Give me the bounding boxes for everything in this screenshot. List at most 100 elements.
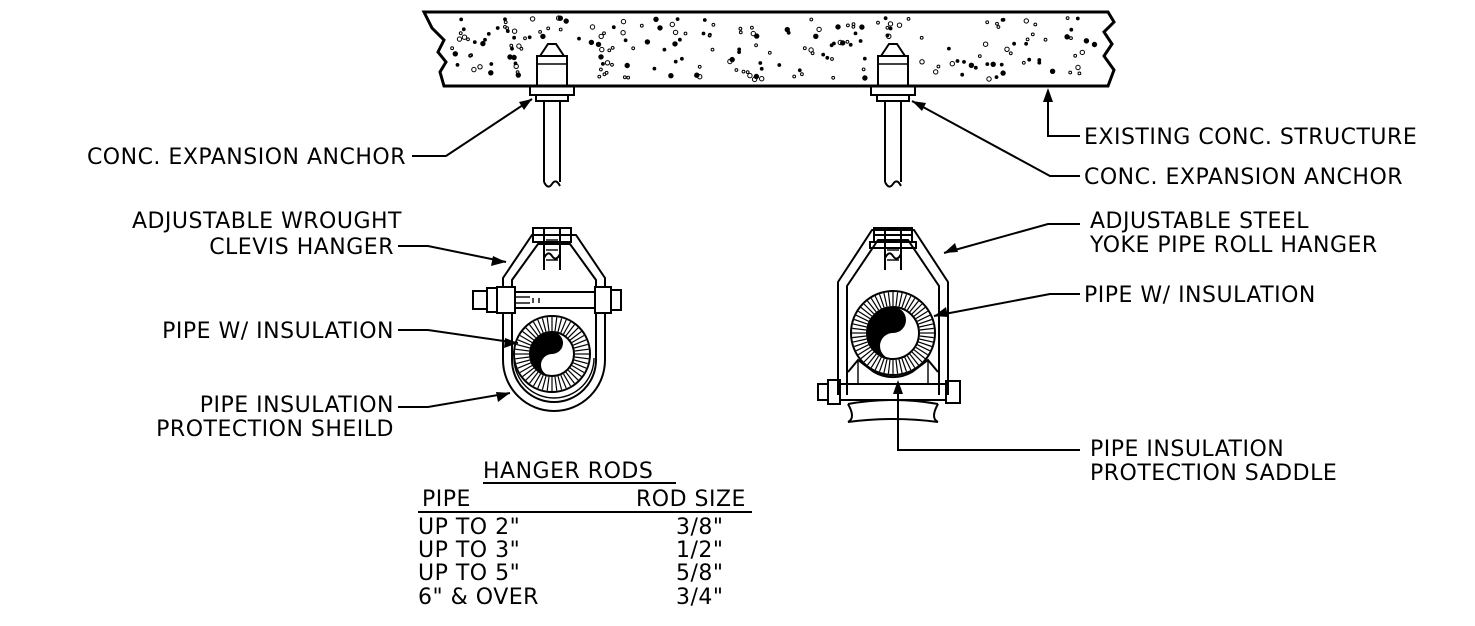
stipple-dot [741,69,746,74]
stipple-dot [829,43,834,48]
label-existing-structure: EXISTING CONC. STRUCTURE [1084,125,1417,150]
stipple-dot [466,37,470,42]
stipple-dot [512,35,516,40]
stipple-dot [784,26,790,33]
stipple-dot [1075,64,1081,71]
insulation-hatch-line [852,338,867,343]
stipple-dot [933,69,939,75]
stipple-dot [557,15,563,21]
stipple-dot [919,35,924,40]
stipple-dot [680,56,684,61]
stipple-dot [1064,34,1070,40]
stipple-dot [455,63,460,67]
insulation-hatch-line [529,324,539,337]
insulation-hatch-line [913,306,926,317]
stipple-dot [837,39,843,46]
insulation-hatch-line [909,300,920,313]
insulation-hatch-line [854,318,868,325]
label-saddle-line2: PROTECTION SADDLE [1090,461,1337,486]
label-anchor-left: CONC. EXPANSION ANCHOR [87,145,406,170]
insulation-hatch-line [557,318,563,332]
insulation-hatch-line [878,294,885,308]
insulation-hatch-line [887,359,891,374]
stipple-dot [1027,57,1032,62]
stipple-dot [602,31,606,36]
stipple-dot [589,24,596,30]
leader-lines [398,88,1080,451]
insulation-hatch-line [565,324,575,337]
yoke-roll-hanger [817,227,961,423]
insulation-hatch-line [852,327,867,331]
stipple-dot [607,48,612,53]
stipple-dot [754,33,760,39]
stipple-dot [710,47,715,52]
stipple-dot [529,16,536,22]
pipe-left [513,315,591,393]
insulation-hatch-line [541,318,547,332]
table-row-rod: 3/4" [676,585,724,610]
stipple-dot [595,41,602,48]
insulation-hatch-line [516,343,530,349]
stipple-dot [662,47,667,52]
stipple-dot [947,46,951,51]
stipple-dot [488,70,494,76]
insulation-hatch-line [572,339,587,346]
stipple-dot [598,33,604,40]
stipple-dot [624,62,630,69]
stipple-dot [883,16,888,21]
insulation-hatch-line [522,331,535,341]
stipple-dot [985,20,990,25]
concrete-slab [421,10,1116,88]
stipple-dot [853,31,858,36]
stipple-dot [876,20,880,25]
stipple-dot [859,24,865,30]
stipple-dot [960,72,965,77]
stipple-dot [886,33,892,39]
stipple-dot [750,30,756,37]
insulation-hatch-line [572,362,587,369]
stipple-dot [644,39,651,45]
stipple-dot [816,26,822,33]
stipple-dot [503,25,507,29]
table-row-rod: 5/8" [676,561,724,586]
stipple-dot [468,53,473,58]
stipple-dot [832,41,836,46]
stipple-dot [511,28,518,34]
stipple-dot [759,76,765,82]
stipple-dot [672,29,679,36]
stipple-dot [792,74,797,79]
stipple-dot [486,32,491,36]
insulation-hatch-line [557,376,563,390]
stipple-dot [623,38,628,43]
stipple-dot [1030,32,1035,37]
stipple-dot [678,37,682,42]
stipple-dot [1024,41,1028,46]
stipple-dot [1025,37,1030,42]
stipple-dot [523,36,527,41]
insulation-hatch-line [569,331,582,341]
stipple-dot [673,59,678,64]
stipple-dot [459,17,464,22]
insulation-hatch-line [569,367,582,377]
stipple-dot [610,62,614,67]
stipple-dot [797,68,802,73]
insulation-hatch-line [906,355,916,369]
stipple-dot [631,46,636,51]
stipple-dot [825,55,830,60]
stipple-dot [668,73,674,79]
stipple-dot [1091,41,1098,48]
insulation-hatch-line [554,317,558,332]
stipple-dot [831,75,836,80]
insulation-hatch-line [898,359,903,374]
stipple-dot [753,73,760,80]
table-title: HANGER RODS [483,459,653,484]
stipple-dot [602,72,607,77]
stipple-dot [955,59,960,63]
insulation-hatch-line [571,334,585,344]
stipple-dot [1043,37,1048,42]
label-clevis-line2: CLEVIS HANGER [209,235,394,260]
table-row-pipe: UP TO 5" [418,561,520,586]
stipple-dot [813,33,819,39]
insulation-hatch-line [913,349,926,360]
